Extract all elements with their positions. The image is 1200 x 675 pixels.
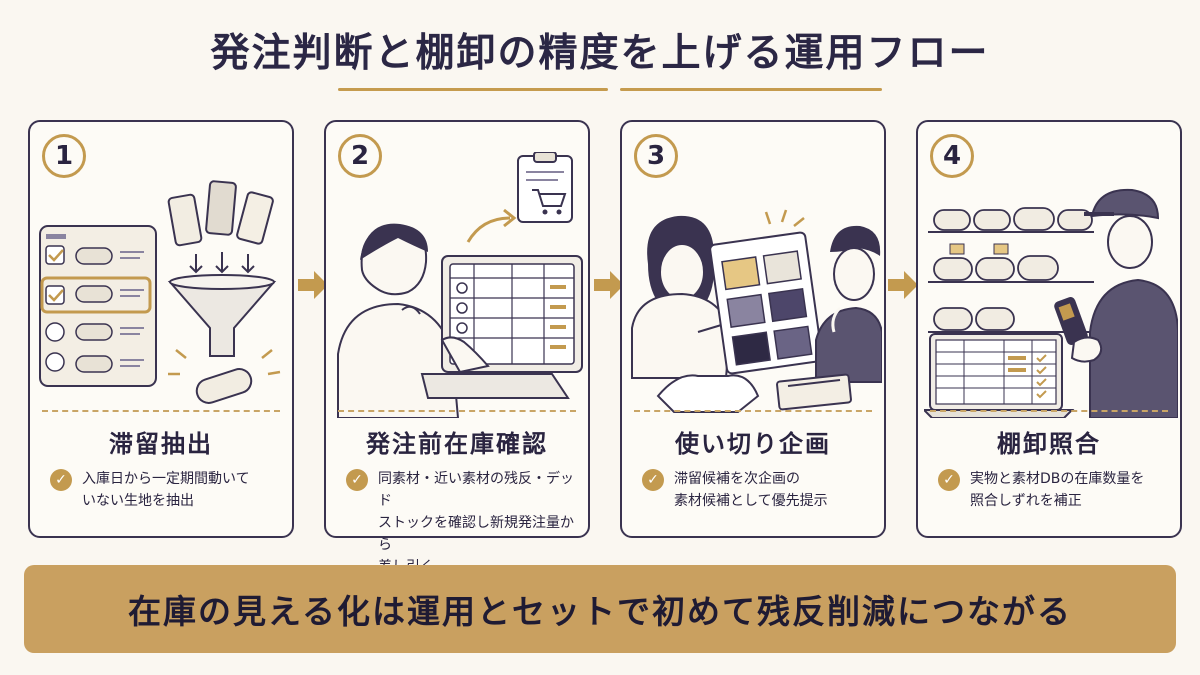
description-line: いない生地を抽出 [82,493,194,509]
step-card-3: 3 使い切り企画 ✓ 滞留候補を次企画の 素材候補として優先提示 [620,120,886,538]
step-card-1: 1 滞留抽出 ✓ 入庫日から一定期間動いて いない生地を抽出 [28,120,294,538]
arrow-right-icon [298,271,328,299]
step-description: ✓ 同素材・近い素材の残反・デッド ストックを確認し新規発注量から 差し引く [346,468,578,578]
step-number-badge: 3 [634,134,678,178]
step-title: 滞留抽出 [109,430,213,458]
conclusion-text: 在庫の見える化は運用とセットで初めて残反削減につながる [127,592,1072,631]
description-line: ストックを確認し新規発注量から [378,515,574,553]
step-number-badge: 1 [42,134,86,178]
arrow-right-icon [594,271,624,299]
description-line: 同素材・近い素材の残反・デッド [378,471,574,509]
check-icon: ✓ [50,469,72,491]
step-title: 使い切り企画 [675,430,831,458]
barcode-scanner-icon [924,188,1178,418]
description-line: 照合しずれを補正 [970,493,1082,509]
description-line: 入庫日から一定期間動いて [82,471,250,487]
fabric-roll-funnel-icon [39,180,281,404]
step-card-4: 4 棚卸照合 ✓ 実物と素材DBの在庫数量を 照合しずれを補正 [916,120,1182,538]
step-number-badge: 2 [338,134,382,178]
check-icon: ✓ [346,469,368,491]
divider [42,410,280,412]
step-description: ✓ 滞留候補を次企画の 素材候補として優先提示 [642,468,874,512]
title-underline-right [620,88,882,91]
description-line: 素材候補として優先提示 [674,493,828,509]
step-description: ✓ 実物と素材DBの在庫数量を 照合しずれを補正 [938,468,1170,512]
divider [338,410,576,412]
arrow-right-icon [888,271,918,299]
divider [930,410,1168,412]
step-card-2: 2 発注前在庫確認 ✓ 同素材・近い素材の残反・デッド ストックを確認し新規発注… [324,120,590,575]
check-icon: ✓ [938,469,960,491]
description-line: 実物と素材DBの在庫数量を [970,471,1145,487]
conclusion-banner: 在庫の見える化は運用とセットで初めて残反削減につながる [24,565,1176,653]
step-title: 棚卸照合 [997,430,1101,458]
title-underline-left [338,88,608,91]
page-title: 発注判断と棚卸の精度を上げる運用フロー [210,31,990,76]
inventory-monitor-icon [337,152,583,418]
fabric-swatch-board-icon [631,209,882,413]
description-line: 滞留候補を次企画の [674,471,800,487]
divider [634,410,872,412]
step-title: 発注前在庫確認 [366,430,548,458]
check-icon: ✓ [642,469,664,491]
step-number-badge: 4 [930,134,974,178]
step-description: ✓ 入庫日から一定期間動いて いない生地を抽出 [50,468,282,512]
